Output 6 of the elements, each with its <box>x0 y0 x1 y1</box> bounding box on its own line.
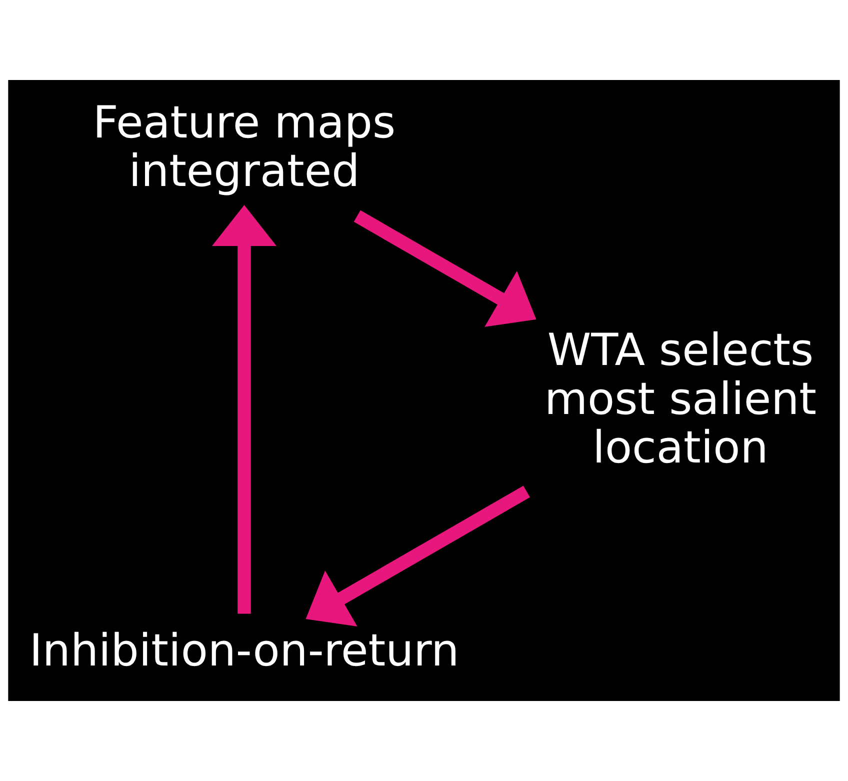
arrow <box>212 205 277 614</box>
node-text: WTA selects most salient location <box>544 325 816 474</box>
arrow <box>354 210 536 327</box>
node-text: Inhibition-on-return <box>29 626 460 677</box>
arrow <box>306 486 530 626</box>
node-text: Feature maps integrated <box>92 98 396 198</box>
